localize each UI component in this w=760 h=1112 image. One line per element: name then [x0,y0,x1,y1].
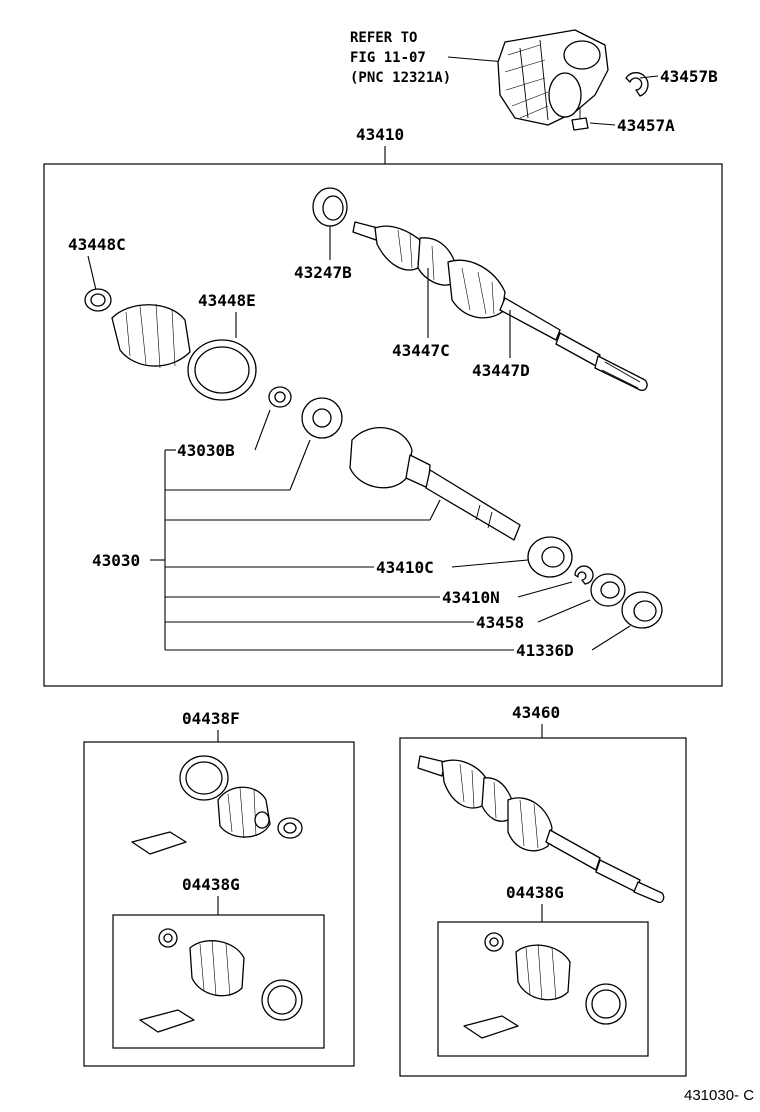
reference-line-2: FIG 11-07 [350,50,426,66]
label-43457B: 43457B [660,67,718,86]
label-04438G-left: 04438G [182,875,240,894]
part-43410N-snap-ring [574,565,594,585]
boot-kit-04438F-drawing [131,755,303,855]
part-43247B-dust-seal: 43247B [294,187,352,282]
boot-kit-04438G-left-drawing [139,928,303,1033]
label-43410: 43410 [356,125,404,144]
transmission-housing-drawing [497,29,609,126]
leader-bracket-43030: 43030B 43030 43410C 43410N 43458 41336D [92,409,631,660]
label-43447C: 43447C [392,341,450,360]
label-43458: 43458 [476,613,524,632]
part-43448E-clamp [187,339,257,401]
label-43410N: 43410N [442,588,500,607]
label-43447D: 43447D [472,361,530,380]
label-43247B: 43247B [294,263,352,282]
reference-note: REFER TO FIG 11-07 (PNC 12321A) [350,30,506,86]
diagram-code: 431030- C [684,1087,754,1104]
part-43457B-snap-ring: 43457B [625,67,718,97]
part-43457A-bolt: 43457A [571,108,675,135]
boot-kit-04438G-right-drawing [463,932,627,1039]
label-43030B: 43030B [177,441,235,460]
label-41336D: 41336D [516,641,574,660]
label-04438F: 04438F [182,709,240,728]
part-43410C-bearing [527,536,573,578]
label-43460: 43460 [512,703,560,722]
assembly-43460-frame [399,737,687,1077]
label-43410C: 43410C [376,558,434,577]
tripod-joint-drawing [301,397,343,439]
label-43457A: 43457A [617,116,675,135]
reference-line-3: (PNC 12321A) [350,70,451,86]
label-43448E: 43448E [198,291,256,310]
label-04438G-right: 04438G [506,883,564,902]
inboard-joint-shaft-drawing [349,427,521,541]
part-43030B-ring [268,386,292,408]
part-41336D-seal [621,591,663,629]
outboard-joint-shaft-drawing [352,221,648,392]
inboard-boot-drawing [111,303,191,369]
kit-04438F-frame [83,741,355,1067]
label-43030: 43030 [92,551,140,570]
kit-04438G-left-frame [112,914,325,1049]
kit-04438G-right-frame [437,921,649,1057]
assembly-43410-frame [43,163,723,687]
drive-shaft-43460-drawing [417,755,665,904]
part-43458-washer [590,573,626,607]
label-43448C: 43448C [68,235,126,254]
reference-line-1: REFER TO [350,30,417,46]
part-43448C-clamp [84,288,112,312]
